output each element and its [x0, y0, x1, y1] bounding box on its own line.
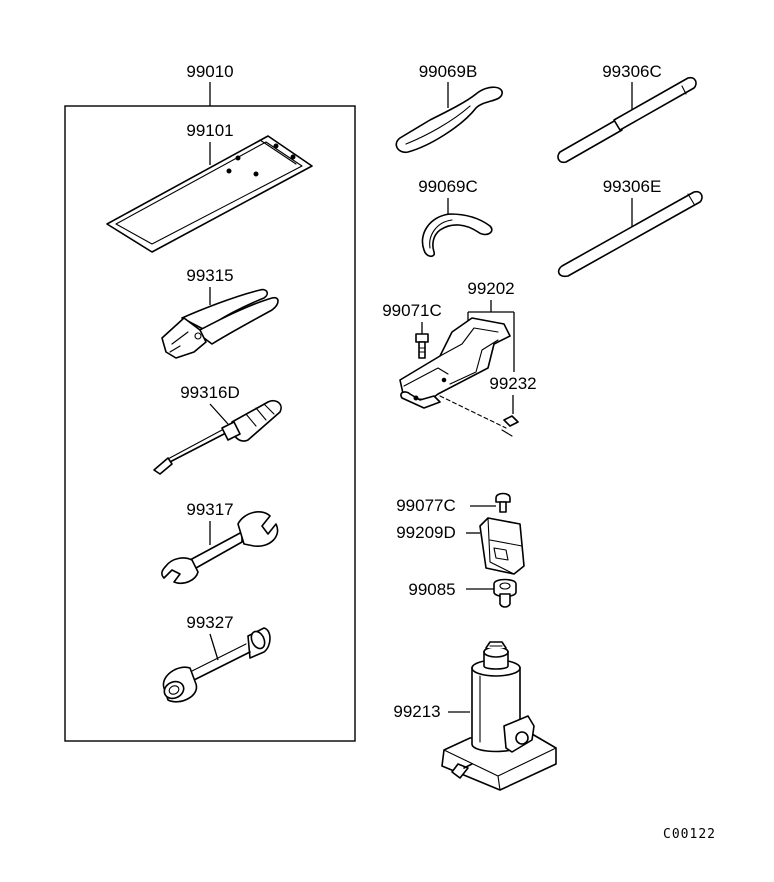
holder-icon: [479, 517, 525, 575]
jack-bracket-icon: [399, 317, 511, 409]
handle-bar-e-icon: [557, 190, 703, 278]
strap-loop-icon: [395, 86, 503, 154]
label-99077c[interactable]: 99077C: [396, 496, 456, 515]
clip-icon: [501, 415, 519, 437]
label-99316d[interactable]: 99316D: [180, 383, 240, 402]
rubber-band-icon: [421, 213, 493, 258]
label-99306c[interactable]: 99306C: [602, 62, 662, 81]
label-99209d[interactable]: 99209D: [396, 523, 456, 542]
wrench-icon: [161, 511, 279, 585]
label-99069b[interactable]: 99069B: [419, 62, 478, 81]
diagram-code: C00122: [663, 827, 716, 842]
label-99315[interactable]: 99315: [186, 266, 233, 285]
handle-bar-c-icon: [557, 76, 697, 164]
screw-icon: [495, 492, 511, 513]
label-99071c[interactable]: 99071C: [382, 301, 442, 320]
pliers-icon: [161, 288, 279, 359]
bottle-jack-icon: [441, 641, 557, 791]
label-99202[interactable]: 99202: [467, 279, 514, 298]
label-99069c[interactable]: 99069C: [418, 177, 478, 196]
bolt-icon: [415, 333, 429, 359]
label-99306e[interactable]: 99306E: [603, 177, 662, 196]
label-99010[interactable]: 99010: [186, 62, 233, 81]
label-99085[interactable]: 99085: [408, 580, 455, 599]
box-wrench-icon: [162, 627, 271, 703]
label-99327[interactable]: 99327: [186, 613, 233, 632]
label-99101[interactable]: 99101: [186, 121, 233, 140]
label-99213[interactable]: 99213: [393, 702, 440, 721]
nut-icon: [493, 578, 517, 608]
tool-bag-icon: [106, 135, 313, 253]
screwdriver-icon: [153, 399, 282, 475]
label-99317[interactable]: 99317: [186, 500, 233, 519]
label-99232[interactable]: 99232: [489, 374, 536, 393]
